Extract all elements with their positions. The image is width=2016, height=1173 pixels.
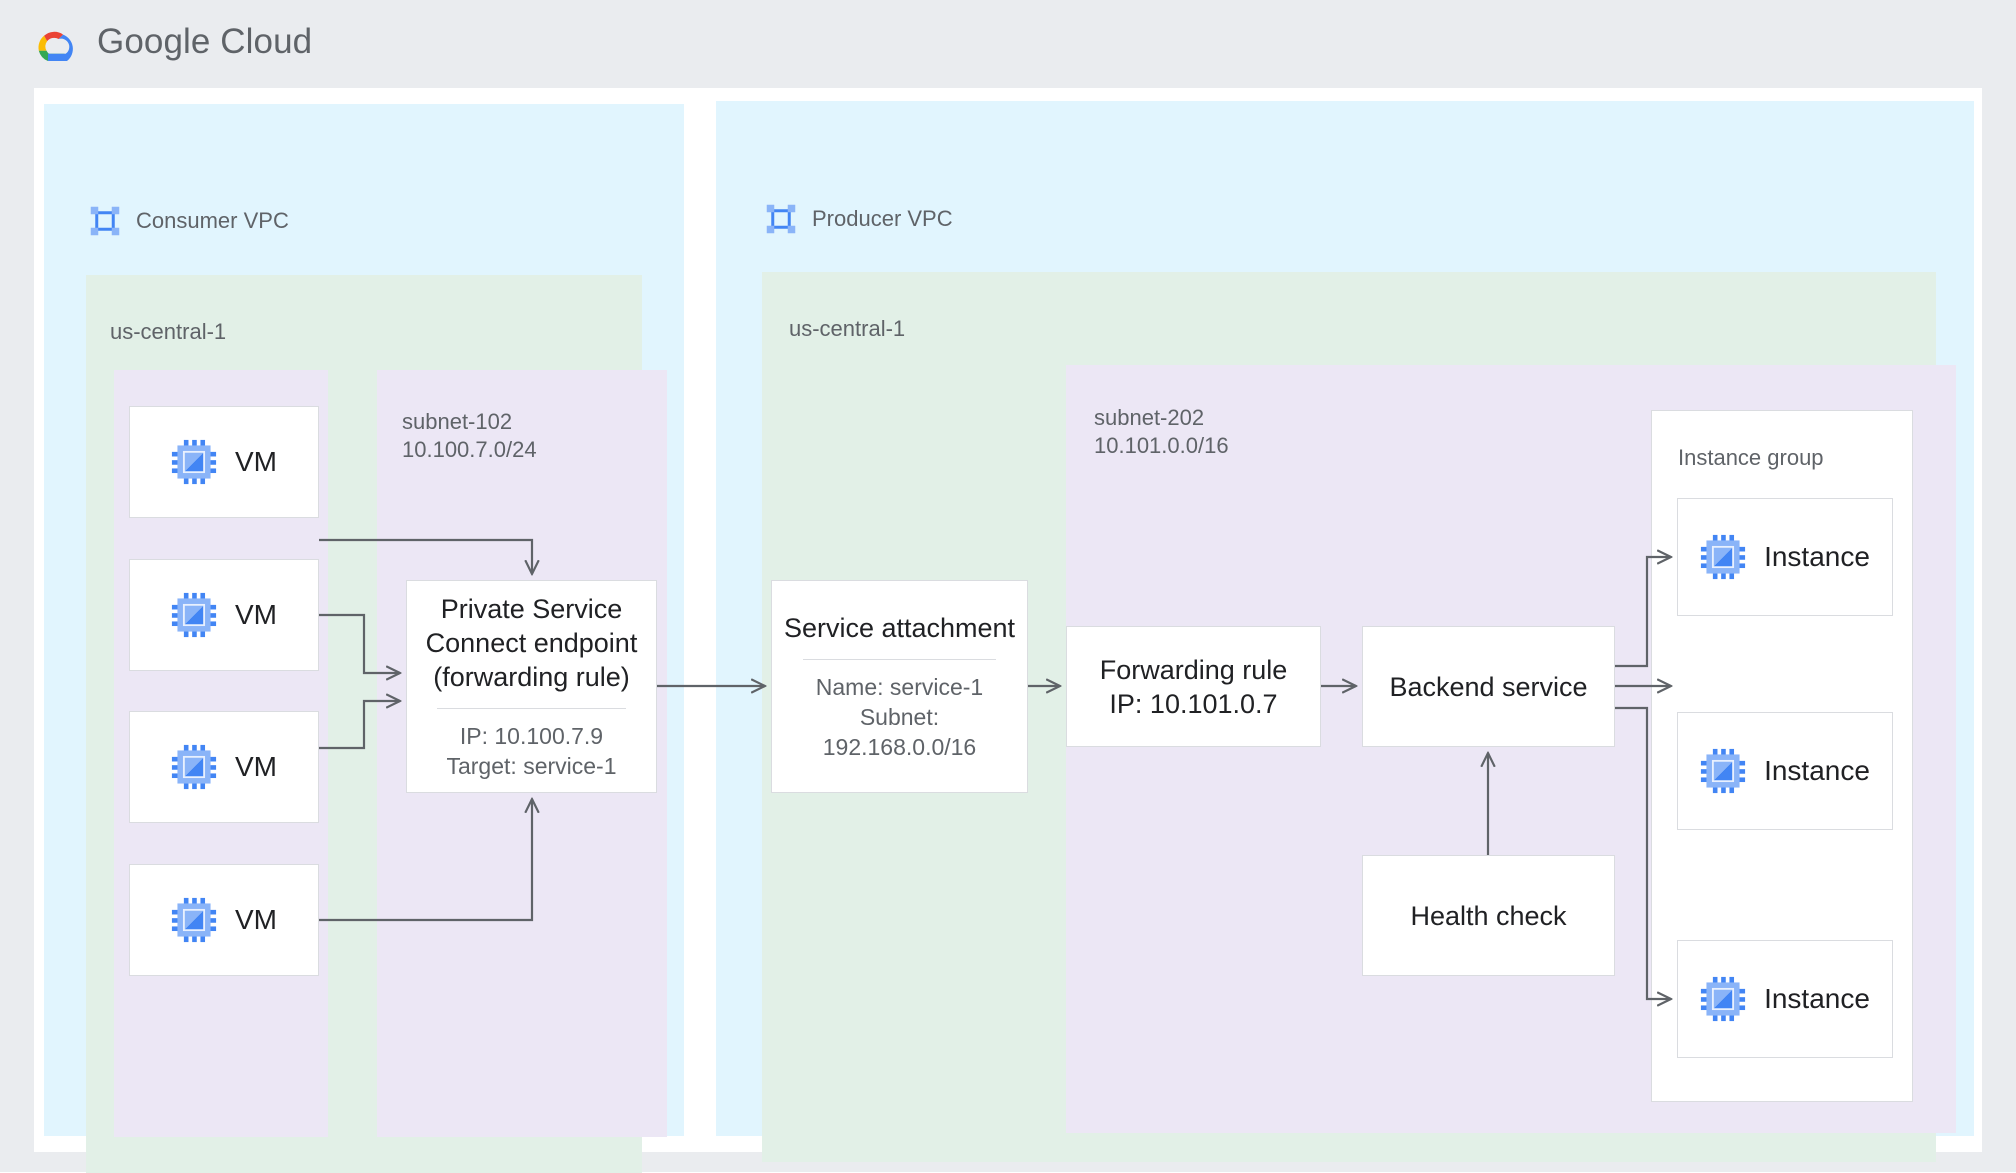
subnet-202-name: subnet-202 (1094, 405, 1205, 430)
vm-card-2[interactable]: VM (129, 559, 319, 671)
vm-label-2: VM (235, 599, 277, 630)
instance-card-3[interactable]: Instance (1677, 940, 1893, 1058)
psc-endpoint-card[interactable]: Private Service Connect endpoint (forwar… (406, 580, 657, 793)
forwarding-rule-title: Forwarding rule IP: 10.101.0.7 (1099, 654, 1288, 719)
instance-label-2: Instance (1764, 755, 1870, 786)
health-check-title: Health check (1410, 900, 1567, 931)
instance-card-2[interactable]: Instance (1677, 712, 1893, 830)
producer-vpc-header: Producer VPC (766, 204, 953, 234)
brand-name-bold: Google (97, 22, 211, 61)
health-check-card[interactable]: Health check (1362, 855, 1615, 976)
psc-endpoint-divider (436, 708, 627, 709)
vpc-network-icon (766, 204, 796, 234)
google-cloud-brand: Google Cloud (34, 22, 312, 62)
vm-chip-icon (171, 592, 217, 638)
subnet-102-name: subnet-102 (402, 409, 513, 434)
subnet-102-label: subnet-102 10.100.7.0/24 (402, 408, 537, 464)
vm-chip-icon (1700, 748, 1746, 794)
service-attachment-divider (802, 659, 997, 660)
service-attachment-title: Service attachment (783, 613, 1016, 643)
consumer-region-label: us-central-1 (110, 319, 227, 344)
service-attachment-details: Name: service-1 Subnet: 192.168.0.0/16 (815, 674, 984, 760)
instance-label-1: Instance (1764, 541, 1870, 572)
vm-label-3: VM (235, 751, 277, 782)
backend-service-card[interactable]: Backend service (1362, 626, 1615, 747)
consumer-vpc-header: Consumer VPC (90, 206, 289, 236)
vm-chip-icon (1700, 534, 1746, 580)
producer-region-label: us-central-1 (789, 316, 906, 341)
vm-card-4[interactable]: VM (129, 864, 319, 976)
vm-chip-icon (171, 439, 217, 485)
backend-service-title: Backend service (1389, 671, 1588, 702)
psc-endpoint-details: IP: 10.100.7.9 Target: service-1 (446, 723, 617, 779)
brand-name-light: Cloud (220, 22, 313, 61)
vm-card-1[interactable]: VM (129, 406, 319, 518)
consumer-vpc-label: Consumer VPC (136, 208, 289, 233)
instance-card-1[interactable]: Instance (1677, 498, 1893, 616)
vm-chip-icon (171, 897, 217, 943)
vm-chip-icon (171, 744, 217, 790)
vpc-network-icon (90, 206, 120, 236)
vm-label-1: VM (235, 446, 277, 477)
vm-card-3[interactable]: VM (129, 711, 319, 823)
vm-chip-icon (1700, 976, 1746, 1022)
service-attachment-card[interactable]: Service attachment Name: service-1 Subne… (771, 580, 1028, 793)
brand-text: Google Cloud (97, 22, 312, 62)
instance-label-3: Instance (1764, 983, 1870, 1014)
psc-endpoint-title: Private Service Connect endpoint (forwar… (425, 594, 638, 692)
subnet-102-cidr: 10.100.7.0/24 (402, 437, 537, 462)
instance-group-label: Instance group (1678, 445, 1824, 470)
diagram-canvas: Consumer VPC us-central-1 subnet-101 10.… (34, 88, 1982, 1173)
vm-label-4: VM (235, 904, 277, 935)
subnet-202-cidr: 10.101.0.0/16 (1094, 433, 1229, 458)
producer-vpc-label: Producer VPC (812, 206, 953, 231)
subnet-202-label: subnet-202 10.101.0.0/16 (1094, 404, 1229, 460)
google-cloud-logo (38, 31, 73, 62)
forwarding-rule-card[interactable]: Forwarding rule IP: 10.101.0.7 (1066, 626, 1321, 747)
